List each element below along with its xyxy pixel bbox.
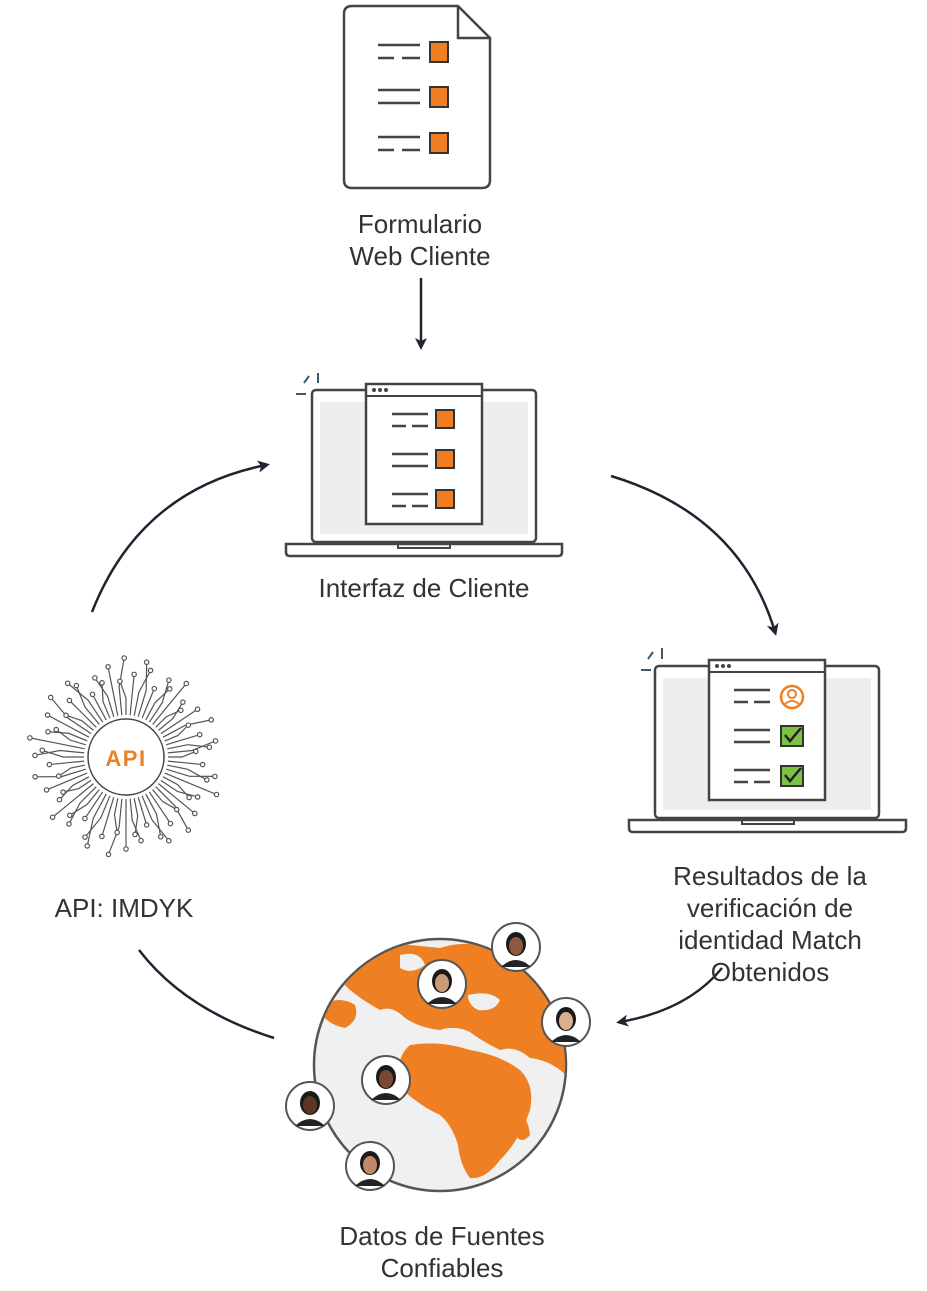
- arrow-results-to-sources: [616, 967, 723, 1027]
- api-chip-text: API: [105, 746, 146, 771]
- avatar: [491, 922, 541, 972]
- api-circuit-icon: API: [27, 655, 220, 858]
- results-laptop-icon: [627, 648, 908, 834]
- avatar: [541, 997, 591, 1047]
- arrow-client-to-results: [610, 474, 779, 636]
- arrow-sources-to-api: [138, 949, 275, 1040]
- web-form-document-icon: [342, 4, 492, 190]
- sources-label: Datos de Fuentes Confiables: [292, 1220, 592, 1284]
- sources-label-line1: Datos de Fuentes: [339, 1221, 545, 1251]
- sources-label-line2: Confiables: [380, 1253, 504, 1283]
- form-label-line2: Web Cliente: [349, 241, 491, 271]
- client-laptop-icon: [284, 373, 564, 558]
- results-label: Resultados de la verificación de identid…: [620, 860, 920, 988]
- user-profile-icon: [779, 684, 805, 710]
- flow-arrows: [90, 278, 779, 1040]
- avatar: [345, 1141, 395, 1191]
- api-label: API: IMDYK: [54, 893, 194, 923]
- results-label-line3: identidad Match: [678, 925, 862, 955]
- results-label-line1: Resultados de la: [673, 861, 867, 891]
- results-label-line2: verificación de: [686, 893, 854, 923]
- arrow-api-to-client: [90, 460, 270, 613]
- results-label-line4: Obtenidos: [710, 957, 830, 987]
- avatar-group: [285, 922, 591, 1191]
- globe-icon: [312, 937, 568, 1193]
- form-label-line1: Formulario: [357, 209, 483, 239]
- circuit-traces: [27, 655, 220, 858]
- avatar: [285, 1081, 335, 1131]
- client-interface-label: Interfaz de Cliente: [318, 573, 530, 603]
- avatar: [417, 959, 467, 1009]
- check-icon: [780, 725, 804, 787]
- form-label: Formulario Web Cliente: [300, 208, 540, 272]
- avatar: [361, 1055, 411, 1105]
